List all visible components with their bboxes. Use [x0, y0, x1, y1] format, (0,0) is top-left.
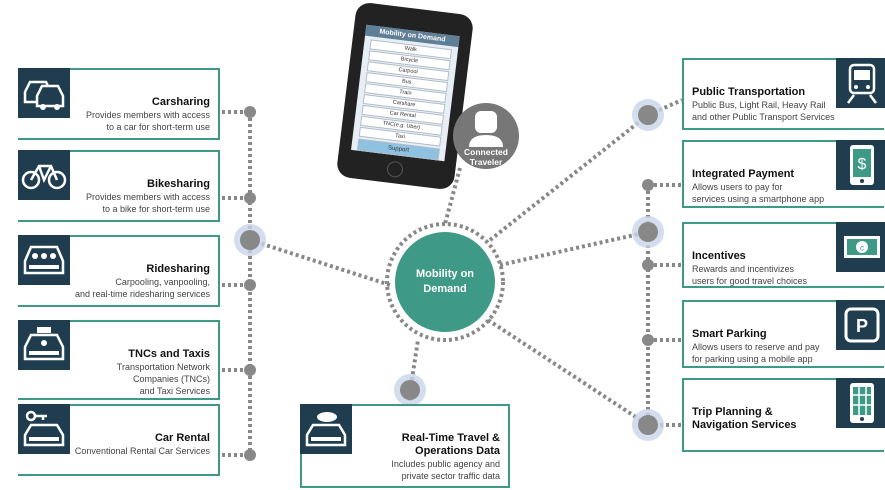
service-card-trip-planning: Trip Planning &Navigation Services: [682, 378, 885, 452]
person-icon: [469, 111, 503, 147]
svg-text:P: P: [856, 316, 868, 336]
service-description: Provides members with access: [85, 110, 210, 120]
dotted-connector: [486, 318, 650, 427]
service-description: users for good travel choices: [692, 276, 808, 286]
svg-text:$: $: [858, 156, 867, 173]
connected-car-icon: [300, 404, 352, 454]
carpool-icon: [18, 235, 70, 285]
home-button-icon: [386, 160, 404, 179]
connector-node: [244, 106, 256, 118]
service-title: Carsharing: [151, 96, 210, 108]
dotted-connector: [499, 230, 649, 267]
service-title: Car Rental: [154, 432, 210, 444]
connector-node: [244, 192, 256, 204]
smartphone-dollar-icon: $: [836, 140, 885, 190]
dotted-connector: [249, 238, 391, 287]
service-title: Ridesharing: [146, 263, 210, 275]
hub-label-1: Mobility on: [415, 268, 475, 280]
train-icon: [836, 58, 885, 108]
cash-icon: c: [836, 222, 885, 272]
connector-node: [244, 449, 256, 461]
service-description: to a bike for short-term use: [102, 204, 210, 214]
service-title: Incentives: [692, 250, 746, 262]
connector-node: [244, 364, 256, 376]
connector-node: [244, 279, 256, 291]
taxi-icon: [18, 320, 70, 370]
svg-text:c: c: [860, 244, 864, 253]
service-title: Operations Data: [415, 445, 500, 457]
service-description: Rewards and incentivizes: [692, 264, 795, 274]
traveler-label-2: Traveler: [469, 157, 503, 167]
service-description: private sector traffic data: [401, 471, 500, 481]
cars-icon: [18, 68, 70, 118]
bicycle-icon: [18, 150, 70, 200]
parking-icon: P: [836, 300, 885, 350]
service-title: Integrated Payment: [692, 168, 795, 180]
service-description: Carpooling, vanpooling,: [115, 277, 210, 287]
service-description: Provides members with access: [85, 192, 210, 202]
service-description: and other Public Transport Services: [692, 112, 835, 122]
connector-node: [638, 222, 658, 242]
service-description: Allows users to pay for: [692, 182, 783, 192]
service-title: Trip Planning &: [692, 406, 773, 418]
service-description: to a car for short-term use: [106, 122, 210, 132]
map-phone-icon: [836, 378, 885, 428]
connector-node: [642, 259, 654, 271]
service-description: Companies (TNCs): [132, 374, 210, 384]
service-description: and Taxi Services: [139, 386, 210, 396]
service-description: Conventional Rental Car Services: [74, 446, 210, 456]
car-key-icon: [18, 404, 70, 454]
service-description: for parking using a mobile app: [692, 354, 813, 364]
connector-node: [642, 179, 654, 191]
traveler-label-1: Connected: [464, 147, 508, 157]
mobility-on-demand-hub: Mobility on Demand: [395, 232, 495, 332]
service-description: and real-time ridesharing services: [74, 289, 210, 299]
service-description: Allows users to reserve and pay: [692, 342, 820, 352]
service-description: Includes public agency and: [391, 459, 500, 469]
connector-node: [240, 230, 260, 250]
service-description: Transportation Network: [116, 362, 210, 372]
connector-node: [642, 334, 654, 346]
service-title: Smart Parking: [692, 328, 767, 340]
service-title: Bikesharing: [147, 178, 210, 190]
dotted-connector: [443, 167, 462, 225]
service-title: Public Transportation: [692, 86, 806, 98]
hub-label-2: Demand: [423, 283, 467, 295]
connector-node: [638, 105, 658, 125]
service-description: services using a smartphone app: [692, 194, 825, 204]
service-title: Real-Time Travel &: [401, 432, 500, 444]
hub-ring: [385, 222, 505, 342]
connector-node: [638, 415, 658, 435]
connector-node: [400, 380, 420, 400]
service-title: Navigation Services: [692, 419, 797, 431]
service-title: TNCs and Taxis: [128, 348, 210, 360]
service-description: Public Bus, Light Rail, Heavy Rail: [692, 100, 826, 110]
